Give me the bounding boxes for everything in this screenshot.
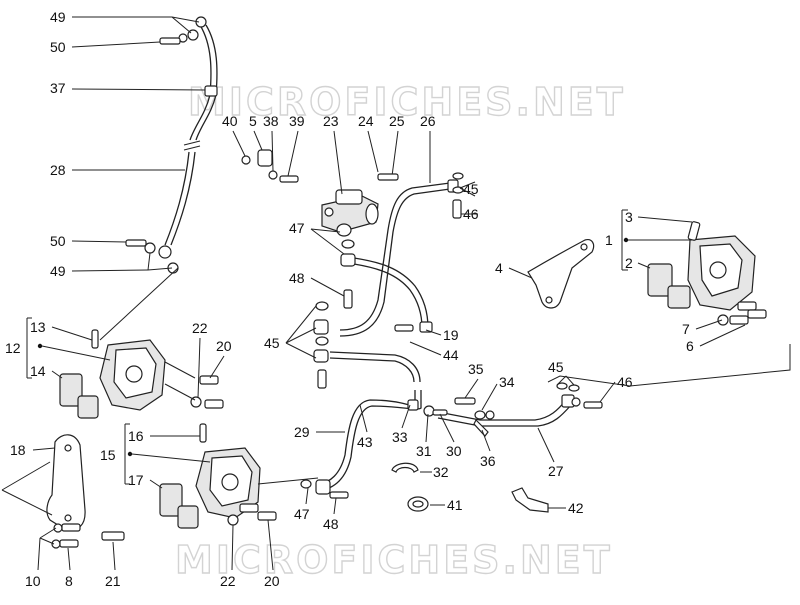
callout-1: 1 — [605, 232, 613, 248]
callout-37: 37 — [50, 80, 66, 96]
callout-21: 21 — [105, 573, 121, 589]
callout-7: 7 — [682, 321, 690, 337]
callout-45b: 45 — [264, 335, 280, 351]
callout-40: 40 — [222, 113, 238, 129]
callout-4: 4 — [495, 260, 503, 276]
caliper-assembly-bottom — [159, 423, 277, 529]
callout-15: 15 — [100, 447, 116, 463]
callout-22b: 22 — [220, 573, 236, 589]
callout-17: 17 — [128, 472, 144, 488]
callout-20: 20 — [216, 338, 232, 354]
callout-29: 29 — [294, 424, 310, 440]
callout-13: 13 — [30, 319, 46, 335]
callout-32: 32 — [433, 464, 449, 480]
callout-31: 31 — [416, 443, 432, 459]
callout-12: 12 — [5, 340, 21, 356]
callout-47b: 47 — [294, 506, 310, 522]
callout-48b: 48 — [323, 516, 339, 532]
callout-42: 42 — [568, 500, 584, 516]
circlip-icon — [391, 462, 419, 473]
callout-22: 22 — [192, 320, 208, 336]
callout-10: 10 — [25, 573, 41, 589]
callout-30: 30 — [446, 443, 462, 459]
callout-19: 19 — [443, 327, 459, 343]
callout-25: 25 — [389, 113, 405, 129]
callout-26: 26 — [420, 113, 436, 129]
caliper-assembly-left — [59, 329, 224, 419]
callout-20b: 20 — [264, 573, 280, 589]
brake-lines-center — [317, 182, 573, 492]
callout-44: 44 — [443, 347, 459, 363]
callout-6: 6 — [686, 338, 694, 354]
callout-16: 16 — [128, 428, 144, 444]
callout-39: 39 — [289, 113, 305, 129]
callout-49: 49 — [50, 9, 66, 25]
callout-48: 48 — [289, 270, 305, 286]
clip-parts-group — [241, 149, 299, 183]
callout-23: 23 — [323, 113, 339, 129]
callout-41: 41 — [447, 497, 463, 513]
bracket-42-icon — [511, 487, 549, 513]
callout-33: 33 — [392, 429, 408, 445]
hose-clamp-icon — [204, 85, 218, 97]
callout-36: 36 — [480, 453, 496, 469]
callout-18: 18 — [10, 442, 26, 458]
callout-34: 34 — [499, 374, 515, 390]
callout-45c: 45 — [548, 359, 564, 375]
bolt-icon — [377, 173, 399, 181]
watermark-top: MICROFICHES.NET — [188, 80, 626, 124]
callout-3: 3 — [625, 209, 633, 225]
callout-27: 27 — [548, 463, 564, 479]
callout-46b: 46 — [617, 374, 633, 390]
banjo-washer-icon — [195, 16, 207, 28]
group-bullet-icon — [623, 237, 629, 243]
callout-2: 2 — [625, 255, 633, 271]
callout-8: 8 — [65, 573, 73, 589]
hose-28-assembly — [125, 16, 218, 274]
caliper-assembly-right — [647, 221, 767, 326]
callout-50b: 50 — [50, 233, 66, 249]
callout-14: 14 — [30, 363, 46, 379]
callout-24: 24 — [358, 113, 374, 129]
callout-28: 28 — [50, 162, 66, 178]
callout-47: 47 — [289, 220, 305, 236]
callout-49b: 49 — [50, 263, 66, 279]
callout-50: 50 — [50, 39, 66, 55]
callout-5: 5 — [249, 113, 257, 129]
watermark-bottom: MICROFICHES.NET — [175, 538, 613, 582]
pressure-distributor-23 — [321, 189, 379, 237]
callout-35: 35 — [468, 361, 484, 377]
callout-43: 43 — [357, 434, 373, 450]
banjo-bolt-icon — [159, 37, 181, 45]
caliper-bracket-4 — [527, 239, 595, 309]
callout-38: 38 — [263, 113, 279, 129]
